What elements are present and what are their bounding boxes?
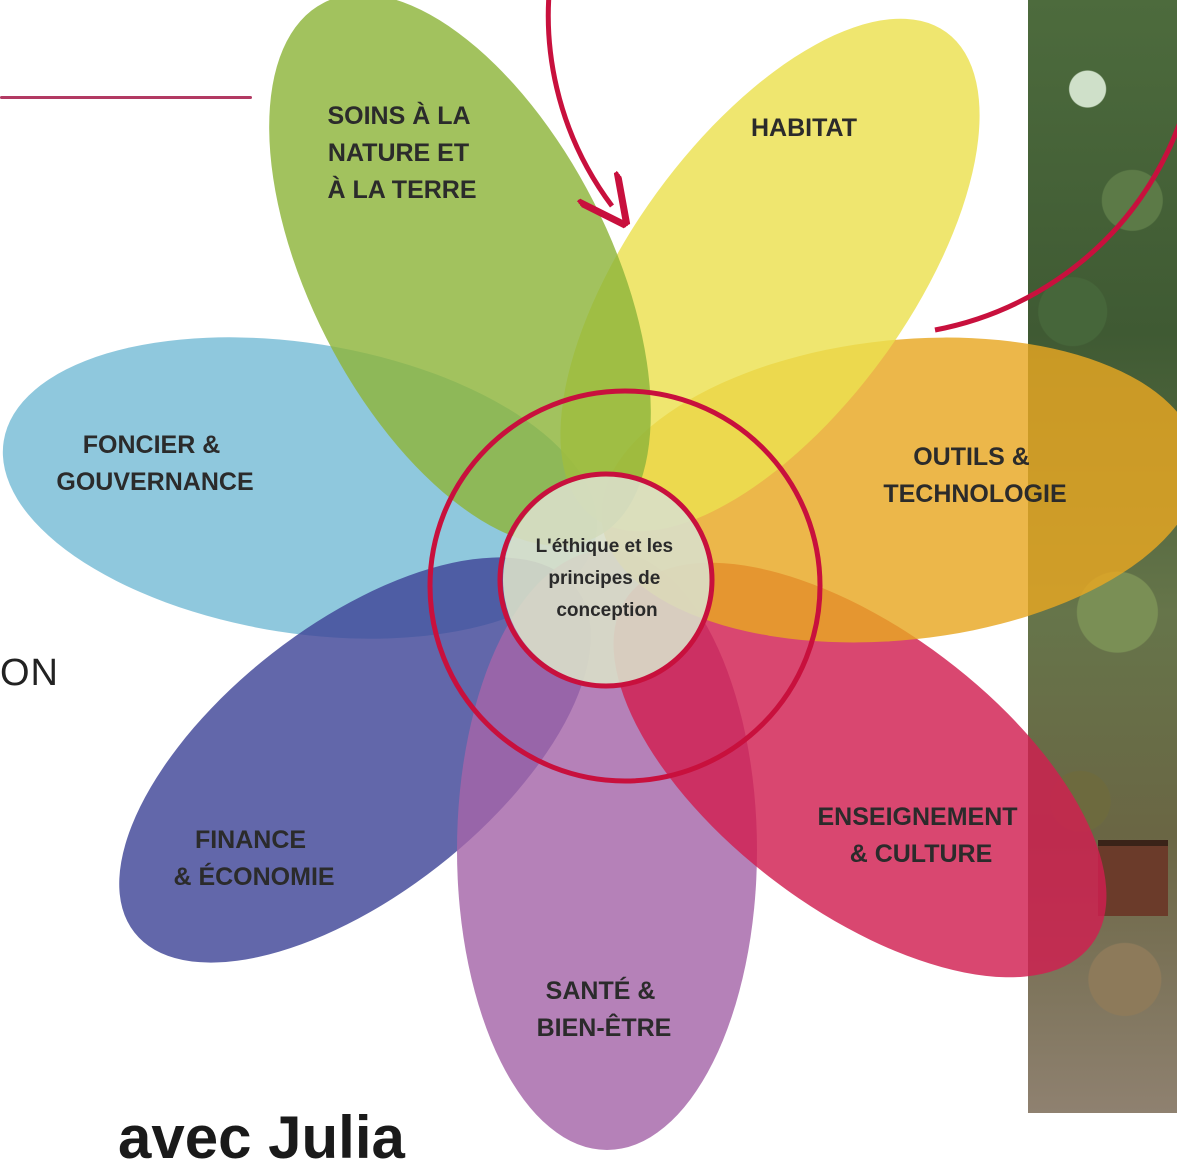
label-enseignement: ENSEIGNEMENT & CULTURE	[818, 803, 1025, 868]
petal-finance	[119, 557, 591, 963]
center-label: L'éthique et les principes de conception	[536, 536, 679, 621]
label-foncier: FONCIER & GOUVERNANCE	[56, 431, 253, 496]
label-sante: SANTÉ & BIEN-ÊTRE	[537, 976, 672, 1042]
center-circle	[503, 476, 711, 684]
petal-habitat	[560, 18, 980, 532]
hut-image	[1098, 840, 1168, 916]
petal-soins	[269, 0, 651, 546]
label-finance: FINANCE & ÉCONOMIE	[173, 826, 334, 891]
side-text-fragment: ON	[0, 652, 59, 694]
spiral-arrow	[427, 0, 1177, 784]
decorative-line	[0, 96, 252, 99]
bottom-heading: avec Julia	[118, 1104, 405, 1171]
label-outils: OUTILS & TECHNOLOGIE	[883, 443, 1066, 508]
label-habitat: HABITAT	[751, 114, 857, 142]
label-soins: SOINS À LA NATURE ET À LA TERRE	[327, 101, 476, 204]
petal-enseignement	[613, 562, 1107, 978]
